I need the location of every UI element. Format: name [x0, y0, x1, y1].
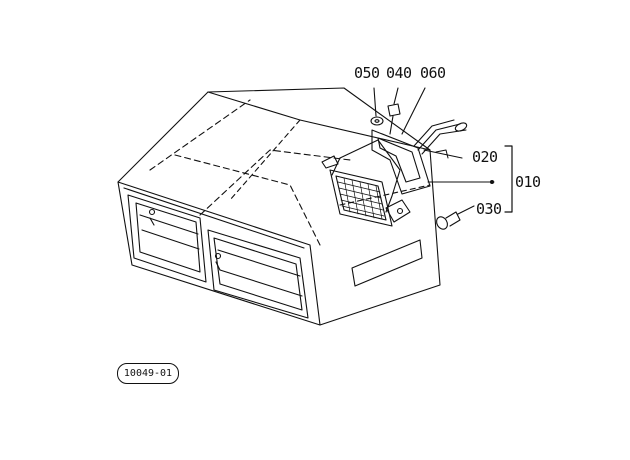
callout-040: 040 — [386, 64, 412, 82]
callout-010: 010 — [515, 173, 541, 191]
grille-housing — [117, 87, 441, 326]
callout-050: 050 — [354, 64, 380, 82]
reference-code: 10049-01 — [123, 368, 173, 379]
callout-030: 030 — [476, 200, 502, 218]
callout-020: 020 — [472, 148, 498, 166]
callout-060: 060 — [420, 64, 446, 82]
reference-code-badge: 10049-01 — [117, 363, 179, 384]
lamp-assembly — [321, 87, 513, 230]
bulb — [436, 211, 461, 230]
